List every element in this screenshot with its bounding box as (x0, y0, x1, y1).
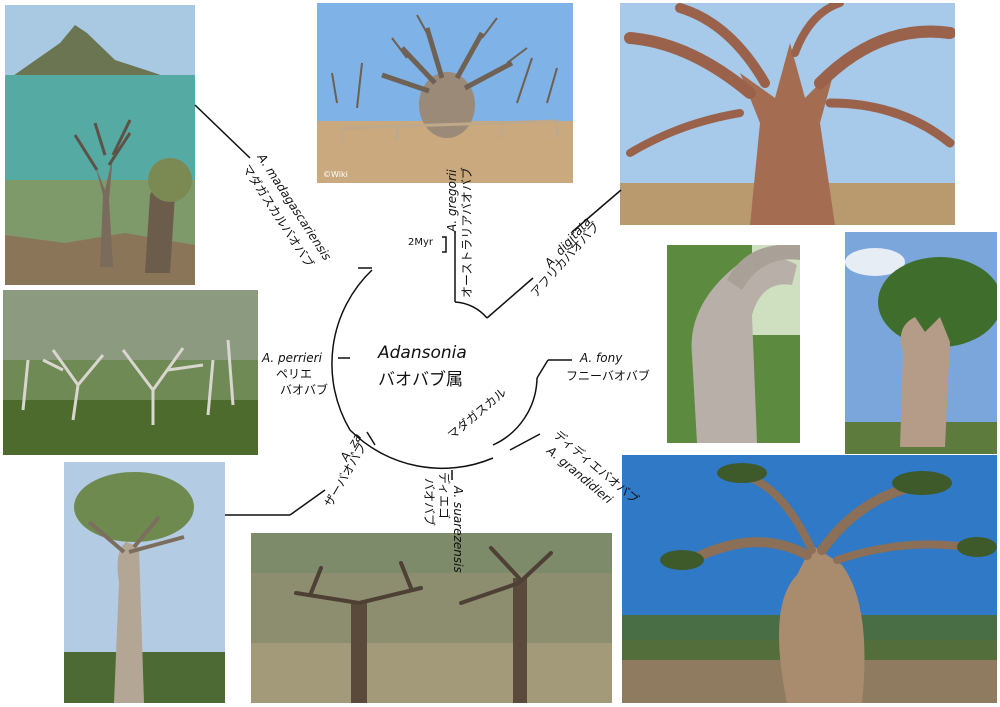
species-japanese: ザーバオバブ (321, 440, 370, 510)
branch-fony (536, 359, 549, 379)
photo-perrieri (3, 290, 258, 455)
aa-arc (454, 301, 488, 319)
species-scientific: A. za (337, 431, 364, 465)
species-label-fony: A. fony フニーバオバブ (566, 351, 650, 383)
scale-bar-label: 2Myr (408, 237, 434, 248)
photo-madagascariensis (5, 5, 195, 285)
species-scientific: A. digitata (541, 214, 594, 270)
species-label-digitata: A. digitata アフリカバオバブ (527, 214, 602, 300)
photo-digitata (620, 3, 955, 225)
species-japanese-line2: バオバブ (280, 382, 328, 397)
species-japanese: オーストラリアバオバブ (459, 167, 474, 298)
species-japanese-line2: バオバブ (422, 478, 437, 526)
leader-madagascariensis (194, 104, 251, 159)
branch-digitata (486, 277, 534, 319)
species-label-za: A. za ザーバオバブ (321, 431, 370, 510)
root-arc (331, 269, 373, 431)
genus-scientific: Adansonia (377, 343, 467, 363)
clade-madagascar-label: マダガスカル (444, 385, 509, 443)
leader-digitata (571, 189, 622, 233)
species-scientific: A. grandidieri (543, 443, 615, 507)
photo-fony (667, 245, 800, 443)
species-scientific: A. fony (579, 351, 623, 365)
species-japanese-line1: ディエゴ (437, 472, 452, 519)
species-japanese: フニーバオバブ (566, 368, 650, 383)
scale-bar (442, 236, 447, 253)
species-label-perrieri: A. perrieri ペリエ バオバブ (261, 351, 328, 397)
photo-gregorii: ©Wiki (317, 3, 573, 183)
photo-grandidieri (622, 455, 997, 703)
species-japanese: マダガスカルバオバブ (239, 161, 317, 270)
photo-suarezensis (251, 533, 612, 703)
species-scientific: A. perrieri (261, 351, 323, 365)
photo-za (64, 462, 225, 703)
photo-fony-2 (845, 232, 997, 454)
photo-credit: ©Wiki (323, 170, 348, 179)
species-japanese: アフリカバオバブ (527, 219, 602, 300)
madagascar-arc (492, 377, 538, 446)
genus-japanese: バオバブ属 (378, 369, 463, 390)
branch-grandidieri (509, 433, 541, 451)
branch-za (366, 431, 376, 446)
leader-za-2 (289, 489, 326, 516)
species-label-gregorii: A. gregorii オーストラリアバオバブ (445, 167, 474, 298)
species-japanese-line1: ペリエ (276, 367, 312, 381)
root-arc-lower (349, 429, 494, 470)
